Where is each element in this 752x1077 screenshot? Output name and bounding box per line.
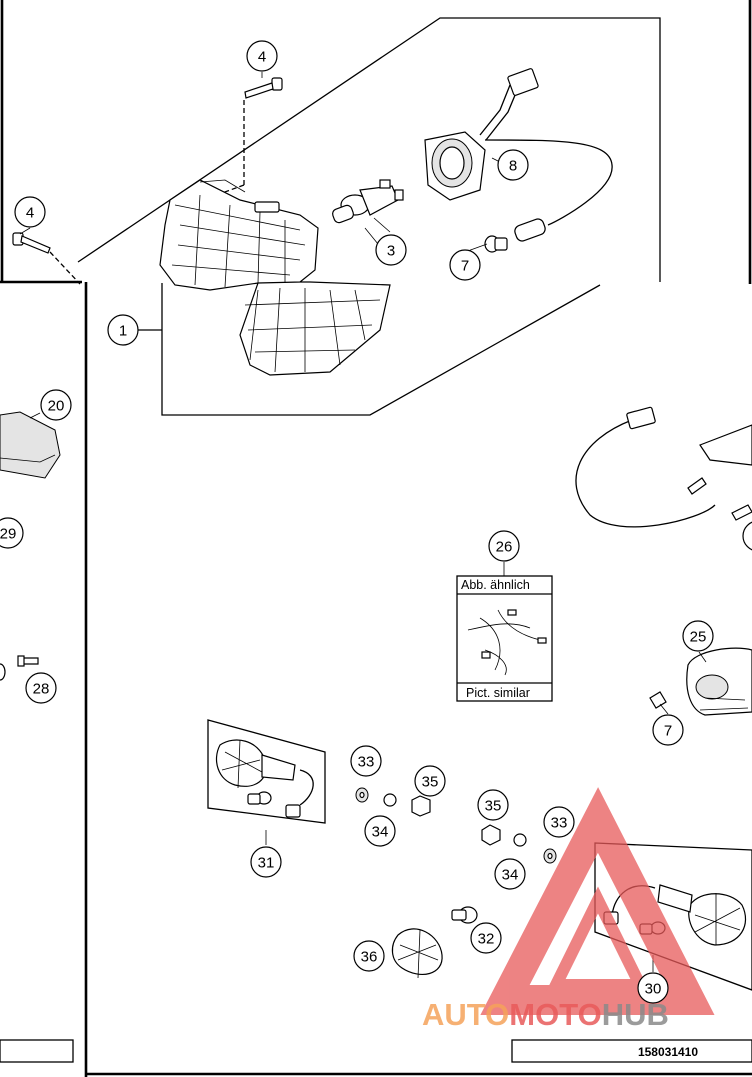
svg-text:7: 7 — [664, 723, 672, 740]
cover-part-20 — [0, 411, 61, 479]
screw-part-28 — [0, 655, 39, 681]
svg-text:31: 31 — [258, 855, 275, 872]
callout-33-right: 33 — [543, 806, 575, 838]
callout-7-top: 7 — [449, 249, 481, 281]
svg-text:20: 20 — [48, 398, 65, 415]
callout-35-left: 35 — [414, 765, 446, 797]
callout-4-left: 4 — [14, 196, 46, 228]
watermark-triangle-inner — [546, 886, 650, 991]
callout-33-left: 33 — [350, 745, 382, 777]
callout-edge-right — [742, 521, 752, 551]
callout-8: 8 — [497, 149, 529, 181]
svg-text:8: 8 — [509, 158, 517, 175]
svg-text:3: 3 — [387, 243, 395, 260]
callout-34-right: 34 — [494, 858, 526, 890]
washers-and-nuts — [355, 787, 557, 864]
tail-light — [649, 647, 752, 716]
callout-25: 25 — [682, 620, 714, 652]
drawing-number-box: 158031410 — [0, 1039, 752, 1063]
svg-text:32: 32 — [478, 931, 495, 948]
svg-text:30: 30 — [645, 981, 662, 998]
turn-signal-left-box — [207, 719, 326, 845]
svg-text:4: 4 — [26, 205, 34, 222]
callout-28: 28 — [25, 672, 57, 704]
svg-text:34: 34 — [372, 824, 389, 841]
svg-text:1: 1 — [119, 323, 127, 340]
parking-bulb — [484, 235, 508, 253]
harness-box — [456, 562, 553, 702]
svg-text:36: 36 — [361, 949, 378, 966]
svg-text:28: 28 — [33, 681, 50, 698]
callout-35-right: 35 — [477, 789, 509, 821]
turn-signal-lens — [391, 928, 443, 979]
tail-harness-cable — [575, 406, 752, 528]
callout-32: 32 — [470, 922, 502, 954]
svg-text:35: 35 — [422, 774, 439, 791]
harness-label-bottom: Pict. similar — [466, 686, 530, 700]
callout-3: 3 — [375, 234, 407, 266]
svg-text:7: 7 — [461, 258, 469, 275]
svg-text:33: 33 — [551, 815, 568, 832]
turn-signal-bulb — [451, 906, 478, 924]
drawing-number: 158031410 — [638, 1045, 698, 1059]
bulb-h4 — [332, 179, 404, 245]
callout-29: 29 — [0, 517, 24, 549]
watermark-part-moto: MOTO — [509, 997, 601, 1032]
headlight-mask — [159, 179, 391, 376]
callout-20: 20 — [40, 389, 72, 421]
watermark-part-auto: AUTO — [422, 997, 509, 1032]
svg-text:25: 25 — [690, 629, 707, 646]
watermark-logo — [480, 787, 715, 1015]
svg-text:29: 29 — [0, 526, 16, 543]
bulb-socket-harness — [424, 68, 613, 242]
svg-text:34: 34 — [502, 867, 519, 884]
harness-label-top: Abb. ähnlich — [461, 578, 530, 592]
watermark-triangle-outer — [480, 787, 715, 1015]
callout-31: 31 — [250, 846, 282, 878]
svg-text:26: 26 — [496, 539, 513, 556]
bolt-4-left — [12, 227, 81, 285]
svg-text:33: 33 — [358, 754, 375, 771]
callout-34-left: 34 — [364, 815, 396, 847]
callout-7-bottom: 7 — [652, 714, 684, 746]
svg-text:4: 4 — [258, 49, 266, 66]
callout-36: 36 — [353, 940, 385, 972]
callout-1: 1 — [107, 314, 139, 346]
callout-26: 26 — [488, 530, 520, 562]
svg-text:35: 35 — [485, 798, 502, 815]
callout-4-top: 4 — [246, 40, 278, 72]
watermark-text: AUTOMOTOHUB — [422, 997, 669, 1032]
callout-30: 30 — [637, 972, 669, 1004]
headlight-group-frame — [77, 17, 661, 416]
bolt-4-top — [221, 72, 283, 194]
